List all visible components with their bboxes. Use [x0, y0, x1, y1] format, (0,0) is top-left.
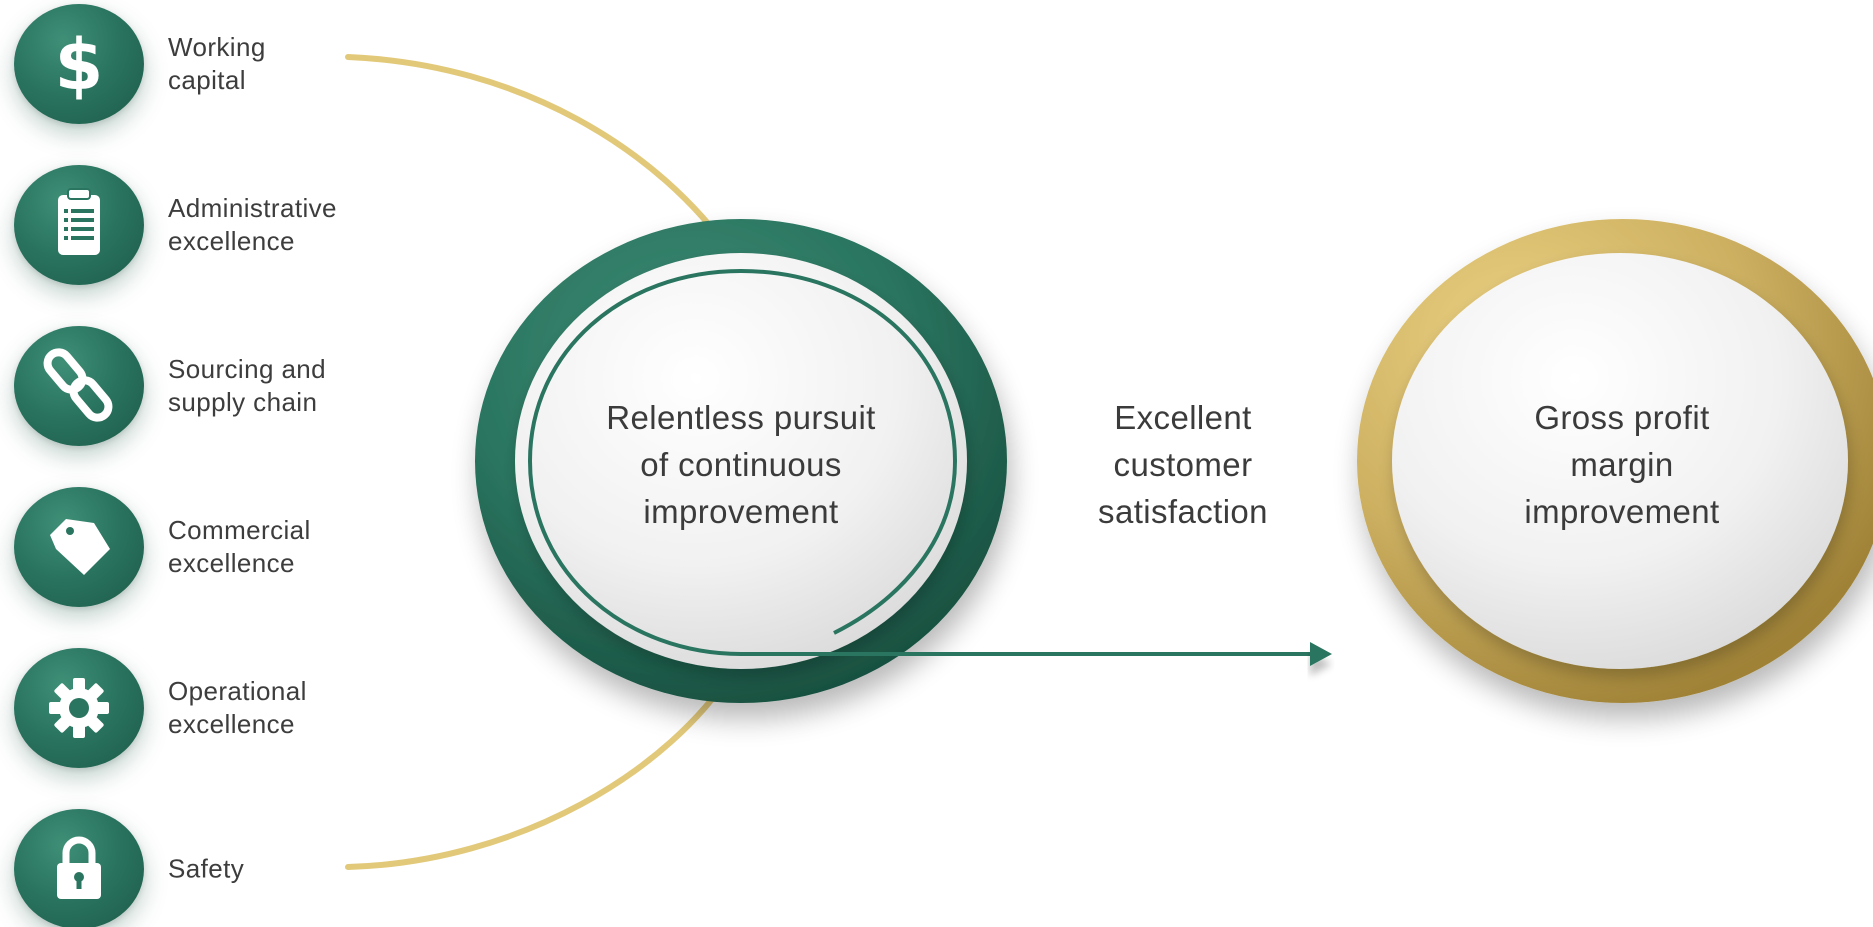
svg-text:$: $	[55, 24, 104, 106]
pillar-operational-excellence: Operational excellence	[14, 648, 414, 768]
middle-text-line: satisfaction	[1098, 493, 1268, 530]
chain-link-icon	[14, 326, 144, 446]
center-circle-inner	[515, 253, 967, 669]
pillar-label: Commercial excellence	[168, 515, 311, 578]
right-circle-line: margin	[1570, 446, 1674, 483]
middle-text: Excellent customer satisfaction	[1043, 394, 1323, 535]
right-circle-inner	[1392, 253, 1848, 669]
lock-icon	[14, 809, 144, 927]
pillar-label: Working capital	[168, 32, 266, 95]
center-circle-line: Relentless pursuit	[606, 399, 876, 436]
center-circle-text: Relentless pursuit of continuous improve…	[541, 394, 941, 535]
gear-icon	[14, 648, 144, 768]
tag-icon	[14, 487, 144, 607]
pillar-administrative-excellence: Administrative excellence	[14, 165, 414, 285]
bottom-gold-arc	[345, 667, 736, 870]
middle-text-line: Excellent	[1114, 399, 1252, 436]
center-circle-line: of continuous	[640, 446, 842, 483]
pillar-safety: Safety	[14, 809, 414, 927]
center-circle-line: improvement	[643, 493, 839, 530]
pillar-label: Sourcing and supply chain	[168, 354, 327, 417]
right-circle-line: Gross profit	[1534, 399, 1710, 436]
arrow-head	[1310, 642, 1332, 666]
center-spiral-line	[527, 268, 1312, 656]
pillar-label: Safety	[168, 853, 245, 884]
dollar-icon: $	[14, 4, 144, 124]
right-circle-line: improvement	[1524, 493, 1720, 530]
pillar-working-capital: $ Working capital	[14, 4, 414, 124]
top-gold-arc	[345, 54, 736, 259]
middle-text-line: customer	[1113, 446, 1253, 483]
clipboard-icon	[14, 165, 144, 285]
pillar-sourcing-and-supply-chain: Sourcing and supply chain	[14, 326, 414, 446]
pillar-commercial-excellence: Commercial excellence	[14, 487, 414, 607]
right-circle-text: Gross profit margin improvement	[1422, 394, 1822, 535]
pillar-label: Operational excellence	[168, 676, 307, 739]
pillar-label: Administrative excellence	[168, 193, 337, 256]
